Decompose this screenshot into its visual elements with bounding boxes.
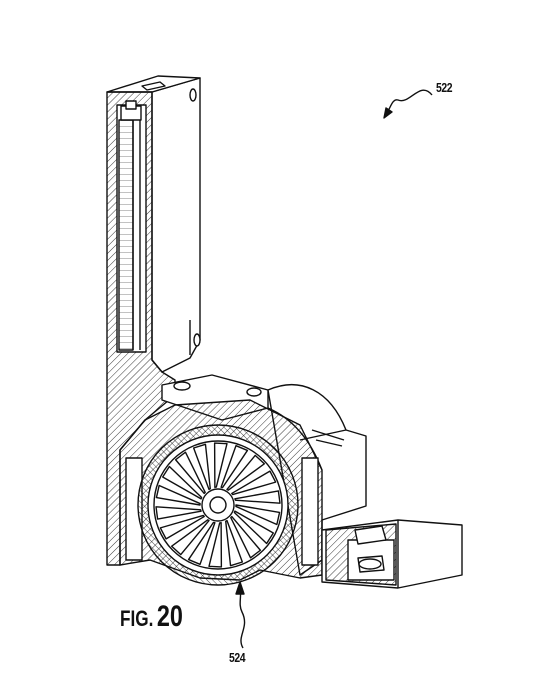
impeller-blade [187, 521, 216, 566]
impeller-blade [213, 442, 228, 488]
impeller-blade [174, 451, 206, 495]
impeller-blade [155, 506, 202, 520]
impeller-blade [234, 490, 281, 504]
ref-numeral-522: 522 [436, 80, 453, 95]
column-right-face [106, 75, 201, 373]
impeller-blade [161, 465, 203, 500]
impeller [137, 424, 299, 586]
impeller-blade [231, 470, 277, 496]
impeller-blade [230, 515, 262, 559]
figure-caption-number: 20 [156, 600, 183, 633]
impeller-blade [155, 484, 201, 506]
impeller-blades [155, 442, 281, 568]
figure-caption-prefix: FIG. [120, 606, 154, 631]
impeller-blade [192, 443, 211, 491]
leader-lines [235, 89, 433, 649]
impeller-blade [233, 510, 275, 545]
impeller-blade [208, 522, 223, 568]
figure-caption: FIG. 20 [120, 600, 183, 634]
ref-numeral-524: 524 [229, 650, 246, 665]
impeller-blade [235, 504, 281, 526]
impeller-blade [226, 454, 266, 491]
impeller-blade [159, 514, 205, 540]
impeller-blade [220, 444, 249, 489]
outlet-block [321, 519, 463, 589]
impeller-blade [170, 519, 210, 556]
column-section [106, 91, 176, 566]
impeller-blade [225, 519, 244, 567]
